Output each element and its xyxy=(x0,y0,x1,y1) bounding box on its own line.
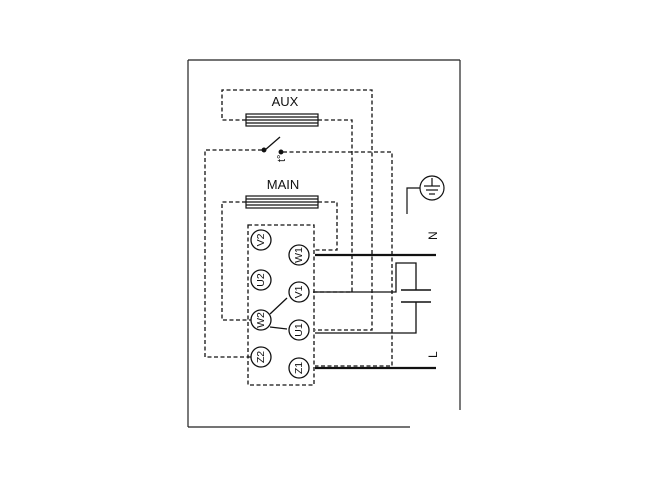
aux-winding xyxy=(245,113,319,127)
terminal-v1: V1 xyxy=(288,281,310,303)
main-label: MAIN xyxy=(267,177,300,192)
diagram-frame xyxy=(187,59,461,428)
internal-wiring xyxy=(204,89,393,386)
terminal-u2-label: U2 xyxy=(255,273,267,287)
terminal-u2: U2 xyxy=(250,269,272,291)
terminal-z2: Z2 xyxy=(250,346,272,368)
supply-wiring xyxy=(315,253,436,370)
terminal-w2-label: W2 xyxy=(255,312,267,328)
line-label: L xyxy=(426,351,440,358)
terminal-v2-label: V2 xyxy=(255,233,267,246)
neutral-label: N xyxy=(426,231,440,240)
terminal-z2-label: Z2 xyxy=(255,351,267,363)
thermal-switch-icon xyxy=(261,136,284,155)
terminal-u1: U1 xyxy=(288,319,310,341)
terminal-z1: Z1 xyxy=(288,357,310,379)
main-winding xyxy=(245,195,319,209)
thermal-label: t° xyxy=(276,155,288,162)
terminal-w1: W1 xyxy=(288,244,310,266)
terminal-v1-label: V1 xyxy=(293,285,305,298)
terminal-w1-label: W1 xyxy=(293,247,305,263)
terminal-v2: V2 xyxy=(250,229,272,251)
terminal-z1-label: Z1 xyxy=(293,362,305,374)
capacitor-icon xyxy=(401,289,431,303)
terminal-u1-label: U1 xyxy=(293,323,305,337)
ground-icon xyxy=(406,175,445,214)
terminal-links xyxy=(269,297,288,330)
capacitor-wiring xyxy=(313,262,417,334)
aux-label: AUX xyxy=(272,94,299,109)
terminal-w2: W2 xyxy=(250,309,272,331)
